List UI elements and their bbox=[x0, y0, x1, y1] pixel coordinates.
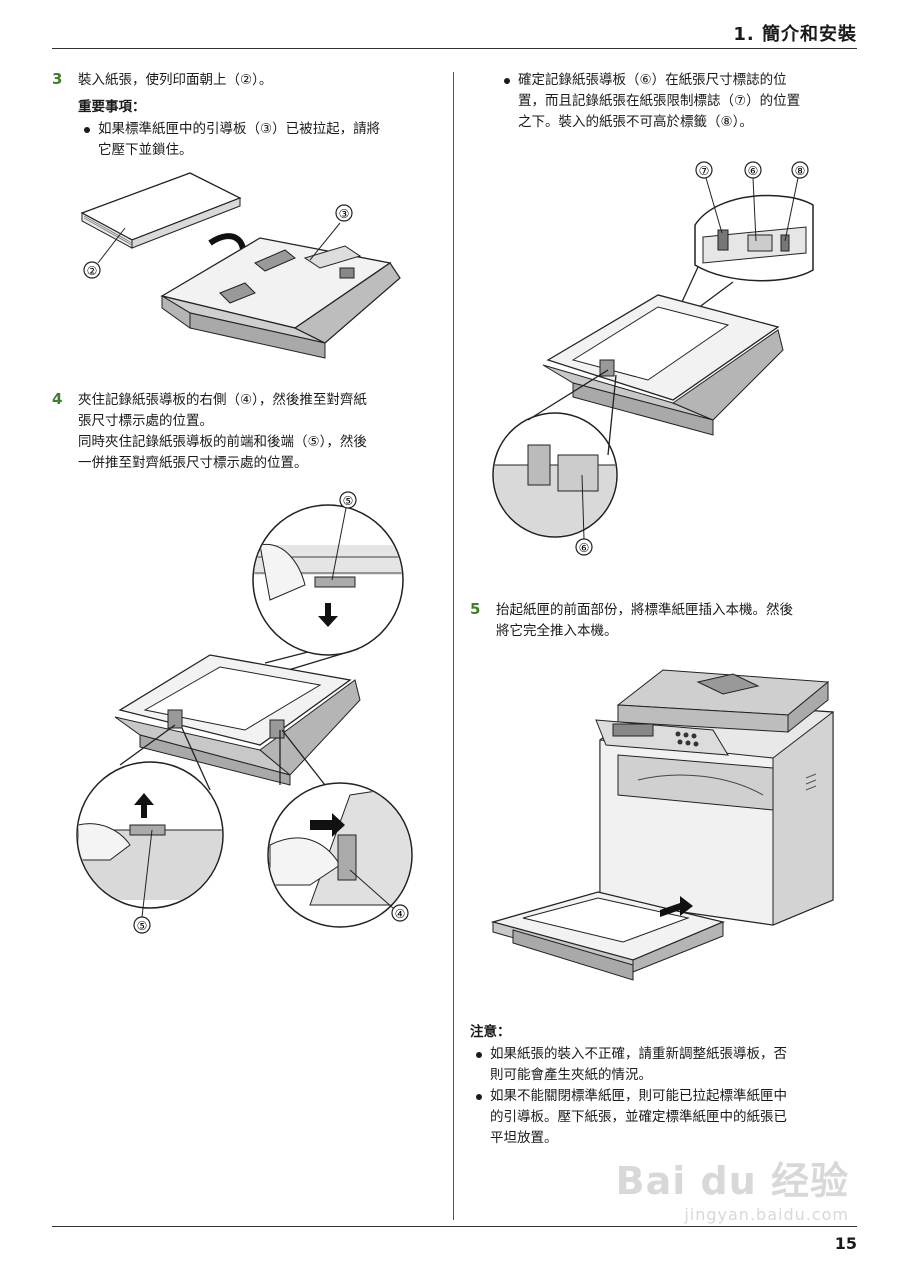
note-2-line3: 平坦放置。 bbox=[490, 1130, 558, 1146]
bullet-dot bbox=[504, 78, 510, 84]
paper-loading-illustration: ② ③ bbox=[80, 172, 401, 359]
note-2-line1: 如果不能關閉標準紙匣，則可能已拉起標準紙匣中 bbox=[490, 1088, 787, 1104]
note-bullet-1: 如果紙張的裝入不正確，請重新調整紙張導板，否 則可能會產生夾紙的情況。 bbox=[476, 1044, 846, 1086]
column-divider bbox=[453, 72, 454, 1220]
step-4-line3: 同時夾住記錄紙張導板的前端和後端（⑤），然後 bbox=[78, 434, 367, 450]
step-3-number: 3 bbox=[52, 70, 63, 88]
step-4-number: 4 bbox=[52, 390, 63, 408]
important-label: 重要事項： bbox=[78, 99, 146, 115]
step-4-text: 夾住記錄紙張導板的右側（④），然後推至對齊紙 張尺寸標示處的位置。 同時夾住記錄… bbox=[78, 390, 448, 474]
bullet-dot bbox=[476, 1094, 482, 1100]
important-bullet-line2: 它壓下並鎖住。 bbox=[98, 142, 193, 158]
callout-bottom-front-back-guide: ⑤ bbox=[137, 919, 148, 933]
guide-check-bullet: 確定記錄紙張導板（⑥）在紙張尺寸標誌的位 置，而且記錄紙張在紙張限制標誌（⑦）的… bbox=[504, 70, 854, 133]
guide-check-line2: 置，而且記錄紙張在紙張限制標誌（⑦）的位置 bbox=[518, 93, 801, 109]
page-number: 15 bbox=[834, 1234, 857, 1253]
step-3-text: 裝入紙張，使列印面朝上（②）。 bbox=[78, 72, 273, 88]
bullet-dot bbox=[476, 1052, 482, 1058]
step-5-text: 抬起紙匣的前面部份，將標準紙匣插入本機。然後 將它完全推入本機。 bbox=[496, 600, 856, 642]
guide-adjust-illustration: ⑤ ⑤ ④ bbox=[76, 491, 413, 934]
callout-paper: ② bbox=[87, 264, 98, 278]
step-5-line2: 將它完全推入本機。 bbox=[496, 623, 618, 639]
callout-guide-plate: ③ bbox=[339, 207, 350, 221]
footer-rule bbox=[52, 1226, 857, 1227]
watermark-url: jingyan.baidu.com bbox=[684, 1205, 849, 1224]
callout-size-mark-top: ⑥ bbox=[748, 164, 759, 178]
header-rule bbox=[52, 48, 857, 49]
important-bullet: 如果標準紙匣中的引導板（③）已被拉起，請將 它壓下並鎖住。 bbox=[84, 119, 444, 161]
guide-marks-illustration: ⑦ ⑥ ⑧ ⑥ bbox=[492, 161, 814, 556]
guide-check-line1: 確定記錄紙張導板（⑥）在紙張尺寸標誌的位 bbox=[518, 72, 787, 88]
printer-tray-insert-illustration bbox=[490, 669, 834, 981]
callout-limit-mark: ⑦ bbox=[699, 164, 710, 178]
step-5-number: 5 bbox=[470, 600, 481, 618]
watermark-logo: Bai du 经验 bbox=[615, 1159, 849, 1203]
step-4-line4: 一併推至對齊紙張尺寸標示處的位置。 bbox=[78, 455, 308, 471]
baidu-watermark: Bai du 经验 jingyan.baidu.com bbox=[616, 1150, 849, 1224]
note-bullet-2: 如果不能關閉標準紙匣，則可能已拉起標準紙匣中 的引導板。壓下紙張，並確定標準紙匣… bbox=[476, 1086, 846, 1149]
bullet-dot bbox=[84, 127, 90, 133]
step-4-line1: 夾住記錄紙張導板的右側（④），然後推至對齊紙 bbox=[78, 392, 367, 408]
note-1-line2: 則可能會產生夾紙的情況。 bbox=[490, 1067, 652, 1083]
note-1-line1: 如果紙張的裝入不正確，請重新調整紙張導板，否 bbox=[490, 1046, 787, 1062]
step-4-line2: 張尺寸標示處的位置。 bbox=[78, 413, 213, 429]
section-title: 1. 簡介和安裝 bbox=[733, 24, 857, 45]
guide-check-line3: 之下。裝入的紙張不可高於標籤（⑧）。 bbox=[518, 114, 753, 130]
note-2-line2: 的引導板。壓下紙張，並確定標準紙匣中的紙張已 bbox=[490, 1109, 787, 1125]
important-bullet-line1: 如果標準紙匣中的引導板（③）已被拉起，請將 bbox=[98, 121, 381, 137]
callout-top-front-back-guide: ⑤ bbox=[343, 494, 354, 508]
note-label: 注意： bbox=[470, 1024, 511, 1040]
callout-tab-label: ⑧ bbox=[795, 164, 806, 178]
callout-size-mark-bottom: ⑥ bbox=[579, 541, 590, 555]
step-5-line1: 抬起紙匣的前面部份，將標準紙匣插入本機。然後 bbox=[496, 602, 793, 618]
callout-right-guide: ④ bbox=[395, 907, 406, 921]
